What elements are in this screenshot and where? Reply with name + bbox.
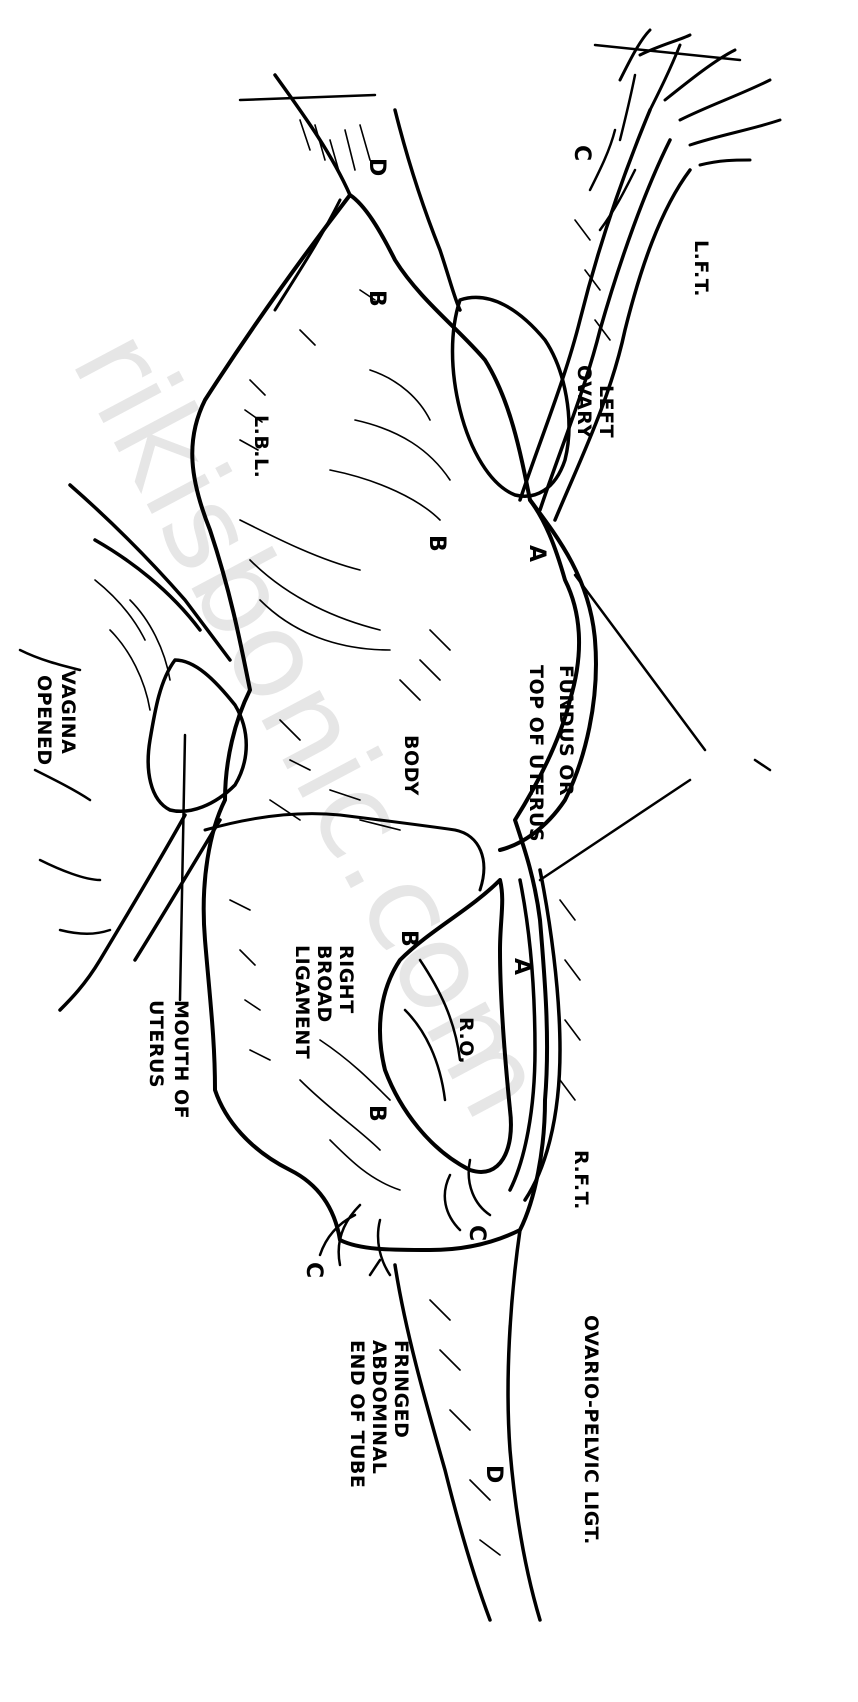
left-ovary [453,297,569,496]
top-ligament [240,45,740,310]
label-c-top: C [569,145,594,162]
left-fallopian-tube [520,30,780,520]
label-right-broad-ligament-2: BROAD [313,945,335,1023]
label-b-mid: B [424,535,449,552]
label-fundus-2: TOP OF UTERUS [525,665,547,842]
label-fringed-3: END OF TUBE [346,1340,368,1488]
label-left-fallopian-tube: L.F.T. [690,240,712,297]
label-c-lower1: C [464,1225,489,1242]
label-a-top: A [524,545,549,563]
label-d-top: D [364,158,389,177]
label-ovario-pelvic: OVARIO-PELVIC LIGT. [580,1315,602,1545]
label-left-ovary-1: LEFT [595,385,617,438]
label-right-broad-ligament-1: RIGHT [335,945,357,1014]
label-right-ovary: R.O. [455,1017,477,1064]
label-c-lower2: C [301,1262,326,1279]
label-right-fallopian-tube: R.F.T. [570,1150,592,1210]
label-left-ovary-2: OVARY [573,365,595,439]
label-mouth-of-uterus-1: MOUTH OF [170,1000,192,1119]
label-body: BODY [400,735,422,796]
label-left-broad-ligament: L.B.L. [250,415,272,478]
label-a-lower: A [509,958,534,976]
label-vagina-1: VAGINA [57,670,79,754]
label-mouth-of-uterus-2: UTERUS [145,1000,167,1088]
label-d-lower: D [481,1465,506,1484]
label-b-upper: B [364,290,389,307]
label-fringed-2: ABDOMINAL [368,1340,390,1474]
label-b-lower2: B [364,1105,389,1122]
label-vagina-2: OPENED [33,675,55,766]
label-b-lower1: B [396,930,421,947]
label-fundus-1: FUNDUS OR [555,665,577,796]
label-fringed-1: FRINGED [390,1340,412,1438]
label-right-broad-ligament-3: LIGAMENT [291,945,313,1059]
